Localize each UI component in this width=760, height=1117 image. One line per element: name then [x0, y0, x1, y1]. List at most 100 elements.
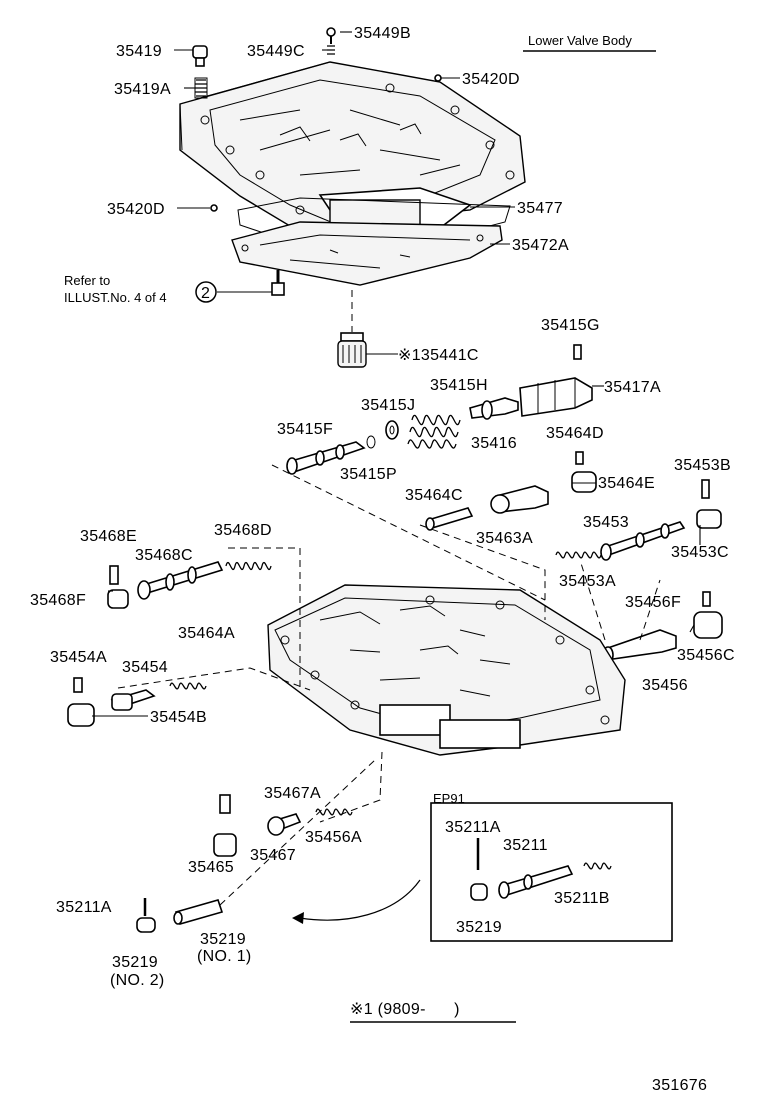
curved-arrow: [292, 879, 421, 924]
label-35477: 35477: [517, 200, 563, 217]
spool-35453: [600, 521, 686, 561]
label-35416: 35416: [471, 435, 517, 452]
label-35464D: 35464D: [546, 425, 604, 442]
ring-35415P: [366, 435, 376, 449]
separator-plate: [231, 221, 503, 286]
refer-line1: Refer to: [64, 273, 110, 288]
spring-35415H: [407, 414, 461, 449]
diagram-number: 351676: [652, 1077, 707, 1094]
label-35464A: 35464A: [178, 625, 235, 642]
label-35454A: 35454A: [50, 649, 107, 666]
label-35415G: 35415G: [541, 317, 600, 334]
label-35467: 35467: [250, 847, 296, 864]
label-35454B: 35454B: [150, 709, 207, 726]
pin-35456F: [702, 591, 711, 607]
label-35472A: 35472A: [512, 237, 569, 254]
spring-35449C: [327, 45, 335, 55]
valve-35454: [110, 689, 156, 711]
plug-35465: [213, 833, 237, 857]
spring-35456A: [315, 808, 353, 816]
valve-35463A: [490, 485, 549, 514]
pin-35449B: [326, 27, 336, 44]
plug-35464E: [571, 471, 597, 493]
separator-gasket: [237, 197, 511, 263]
refer-circle-number: 2: [201, 285, 210, 302]
bolt-ref: [271, 270, 285, 296]
label-ep91-35211A: 35211A: [445, 819, 501, 836]
label-35465: 35465: [188, 859, 234, 876]
pin-35468E: [109, 565, 119, 585]
label-35456F: 35456F: [625, 594, 681, 611]
label-35453: 35453: [583, 514, 629, 531]
spool-35456: [600, 629, 677, 664]
label-35449C: 35449C: [247, 43, 305, 60]
pin-35467A: [219, 794, 231, 814]
spring-35464A: [169, 682, 207, 690]
label-ep91-35211: 35211: [503, 837, 548, 854]
label-35454: 35454: [122, 659, 168, 676]
label-35468D: 35468D: [214, 522, 272, 539]
spool-35415F: [286, 441, 366, 475]
diagram-title: Lower Valve Body: [528, 33, 632, 48]
ep91-ball: [470, 883, 488, 901]
sleeve-35417A: [519, 377, 593, 417]
spool-35416: [469, 397, 519, 420]
label-35449B: 35449B: [354, 25, 411, 42]
plug-35419: [192, 45, 208, 67]
valve-35467: [267, 813, 302, 836]
label-35211A: 35211A: [56, 899, 112, 916]
label-35417A: 35417A: [604, 379, 661, 396]
label-35419A: 35419A: [114, 81, 171, 98]
label-35467A: 35467A: [264, 785, 321, 802]
label-35464E: 35464E: [598, 475, 655, 492]
ep91-box: EP91: [430, 791, 673, 942]
plug-35456C: [693, 611, 723, 639]
label-35453A: 35453A: [559, 573, 616, 590]
label-35419: 35419: [116, 43, 162, 60]
label-35468C: 35468C: [135, 547, 193, 564]
refer-circle: [195, 281, 217, 303]
label-35464C: 35464C: [405, 487, 463, 504]
washer-35415J: [385, 420, 399, 440]
label-no2: (NO. 2): [110, 972, 165, 989]
ball-35420D-upper: [434, 74, 442, 82]
label-ep91-35211B: 35211B: [554, 890, 610, 907]
label-35219-no1: 35219: [200, 931, 246, 948]
label-35415F: 35415F: [277, 421, 333, 438]
label-35415P: 35415P: [340, 466, 397, 483]
pin-35415G: [573, 344, 582, 360]
ep91-box-label: EP91: [433, 791, 465, 806]
plug-35468F: [107, 589, 129, 609]
label-35420D-upper: 35420D: [462, 71, 520, 88]
leader-lines: [92, 31, 701, 717]
refer-note: Refer to ILLUST.No. 4 of 4 2: [64, 273, 217, 305]
ball-35420D-lower: [210, 204, 218, 212]
label-135441C: ※135441C: [398, 347, 479, 364]
label-35456A: 35456A: [305, 829, 362, 846]
spool-35468C: [137, 561, 224, 600]
label-35463A: 35463A: [476, 530, 533, 547]
label-35456C: 35456C: [677, 647, 735, 664]
spring-35419A: [194, 77, 208, 99]
footnote: ※1 (9809- ): [350, 1001, 460, 1018]
pin-35454A: [73, 677, 83, 693]
label-35453B: 35453B: [674, 457, 731, 474]
ball-35219-no2: [136, 917, 156, 933]
pin-35453B: [701, 479, 710, 499]
label-35415J: 35415J: [361, 397, 415, 414]
screen-filter-135441C: [337, 290, 367, 368]
pin-35464D: [575, 451, 584, 465]
label-35415H: 35415H: [430, 377, 488, 394]
label-no1: (NO. 1): [197, 948, 252, 965]
label-35468F: 35468F: [30, 592, 86, 609]
spring-35453A: [555, 551, 602, 559]
label-35420D-lower: 35420D: [107, 201, 165, 218]
ep91-spring: [583, 862, 612, 870]
part-labels: 35419 35449C 35449B 35419A 35420D 35420D…: [30, 25, 735, 989]
lower-valve-body: [267, 584, 626, 756]
spring-35468D: [225, 561, 272, 571]
plug-35453C: [696, 509, 722, 529]
label-35456: 35456: [642, 677, 688, 694]
